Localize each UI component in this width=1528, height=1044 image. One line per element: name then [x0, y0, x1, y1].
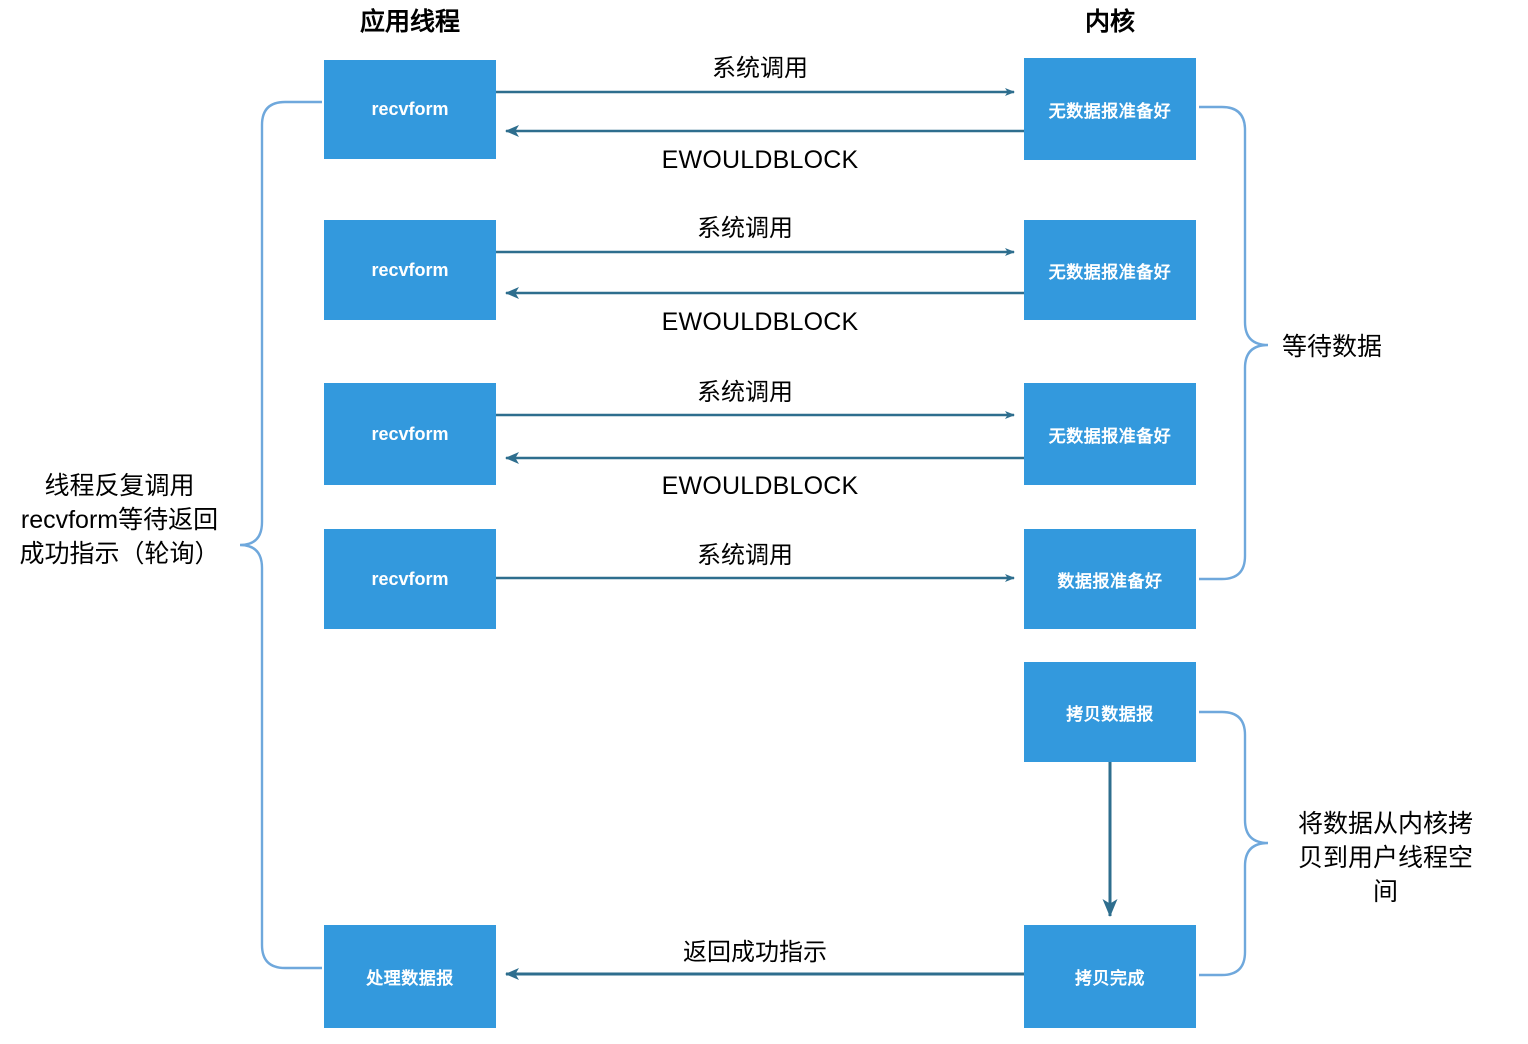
node-recvform-4[interactable]: recvform — [324, 529, 496, 629]
right-brace-wait-data — [1199, 105, 1269, 581]
node-copy-complete[interactable]: 拷贝完成 — [1024, 925, 1196, 1028]
node-no-data-ready-1[interactable]: 无数据报准备好 — [1024, 58, 1196, 160]
right-brace-copy-data — [1199, 710, 1269, 977]
edge-label-ewouldblock-3: EWOULDBLOCK — [661, 472, 859, 500]
node-recvform-3[interactable]: recvform — [324, 383, 496, 485]
node-recvform-2[interactable]: recvform — [324, 220, 496, 320]
node-no-data-ready-3[interactable]: 无数据报准备好 — [1024, 383, 1196, 485]
node-no-data-ready-2[interactable]: 无数据报准备好 — [1024, 220, 1196, 320]
edge-label-syscall-3: 系统调用 — [697, 379, 793, 406]
edge-label-syscall-4: 系统调用 — [697, 542, 793, 569]
annotation-left-polling: 线程反复调用recvform等待返回成功指示（轮询） — [19, 472, 220, 568]
node-recvform-1[interactable]: recvform — [324, 60, 496, 159]
node-process-datagram[interactable]: 处理数据报 — [324, 925, 496, 1028]
edge-label-syscall-2: 系统调用 — [697, 215, 793, 242]
column-header-kernel: 内核 — [1084, 8, 1135, 36]
edge-label-syscall-1: 系统调用 — [712, 55, 808, 82]
edge-label-ewouldblock-1: EWOULDBLOCK — [661, 146, 859, 174]
left-brace — [239, 100, 322, 970]
annotation-copy-to-userspace: 将数据从内核拷贝到用户线程空间 — [1297, 810, 1473, 906]
node-data-ready[interactable]: 数据报准备好 — [1024, 529, 1196, 629]
node-copy-datagram[interactable]: 拷贝数据报 — [1024, 662, 1196, 762]
edge-label-ewouldblock-2: EWOULDBLOCK — [661, 308, 859, 336]
edge-label-return-success: 返回成功指示 — [683, 939, 827, 966]
column-header-app-thread: 应用线程 — [359, 8, 460, 36]
annotation-wait-data: 等待数据 — [1282, 333, 1383, 361]
